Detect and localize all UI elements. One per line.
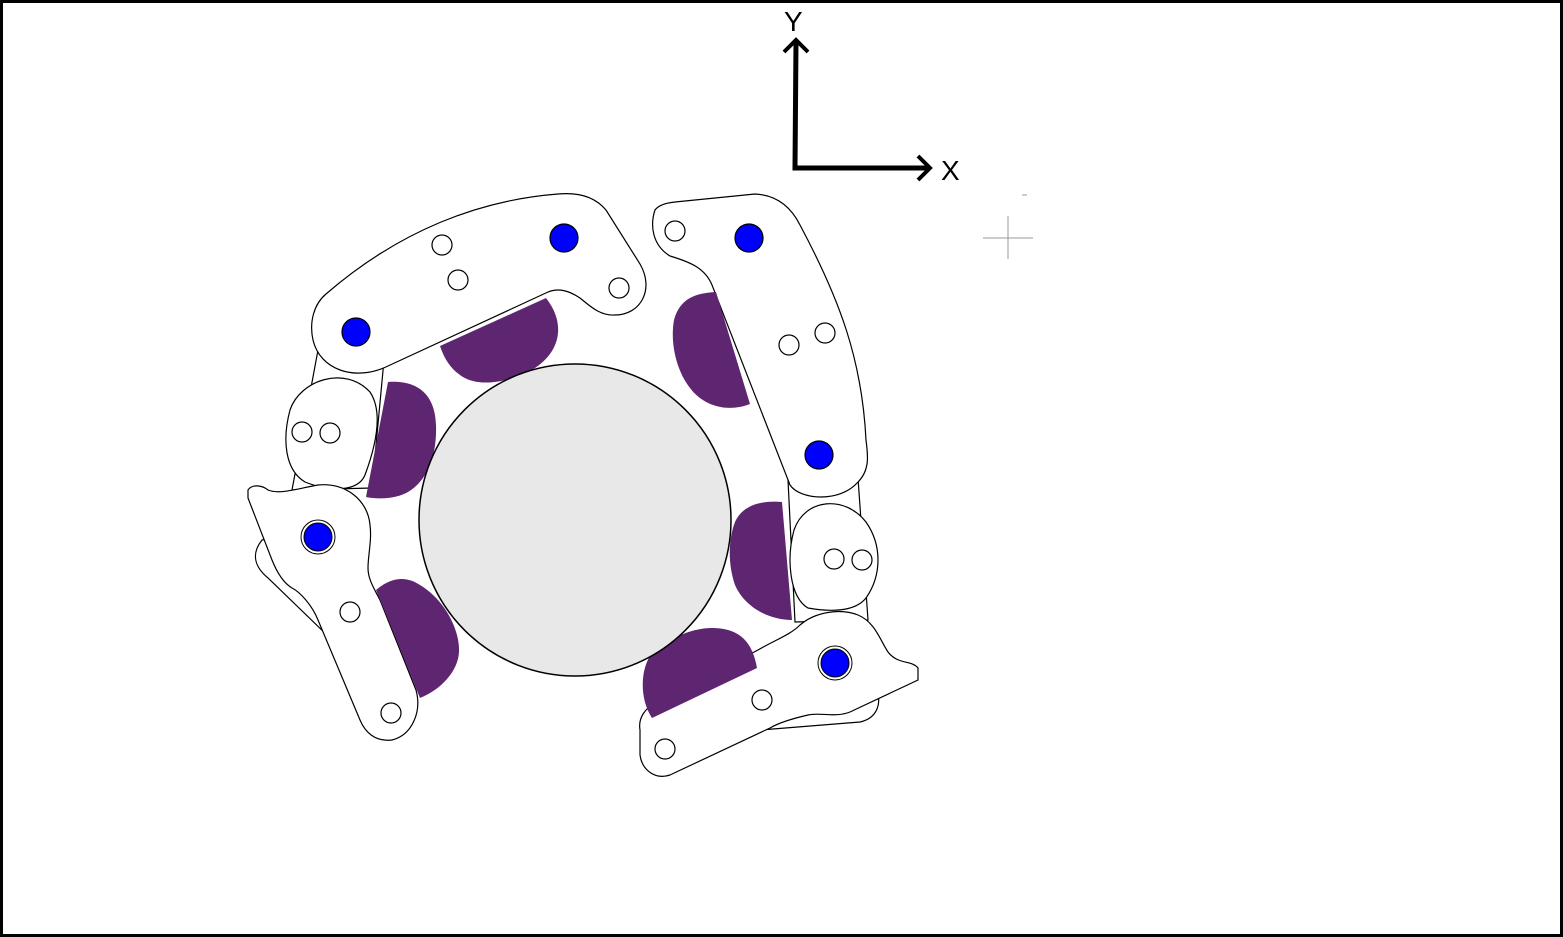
hole <box>380 702 402 724</box>
pin <box>734 223 764 253</box>
axes-icon: Y X <box>782 6 960 186</box>
hole <box>814 322 836 344</box>
pin <box>804 440 834 470</box>
hole <box>654 738 676 760</box>
hole <box>778 334 800 356</box>
hole <box>319 422 341 444</box>
pin <box>549 223 579 253</box>
hole <box>431 234 453 256</box>
contact-pads <box>366 292 792 718</box>
y-axis-label: Y <box>784 6 803 37</box>
pad-bottom-right <box>642 628 757 718</box>
pad-left-upper <box>366 381 437 499</box>
crosshair-icon <box>983 194 1033 259</box>
link-holes <box>291 220 873 760</box>
pin <box>820 648 850 678</box>
grasped-object <box>418 363 732 677</box>
left-finger-link <box>247 484 419 741</box>
pad-left-lower <box>376 578 460 698</box>
hole <box>751 689 773 711</box>
hole <box>339 601 361 623</box>
top-right-link <box>652 193 869 498</box>
x-axis-label: X <box>941 155 960 186</box>
hole <box>823 548 845 570</box>
pin <box>303 522 333 552</box>
pad-right <box>729 501 792 620</box>
pin <box>341 317 371 347</box>
joint-pins <box>300 223 853 681</box>
hole <box>291 421 313 443</box>
hole <box>608 277 630 299</box>
hole <box>664 220 686 242</box>
hole <box>447 269 469 291</box>
pad-top-right <box>672 292 750 408</box>
hole <box>851 549 873 571</box>
pad-top <box>440 298 559 383</box>
